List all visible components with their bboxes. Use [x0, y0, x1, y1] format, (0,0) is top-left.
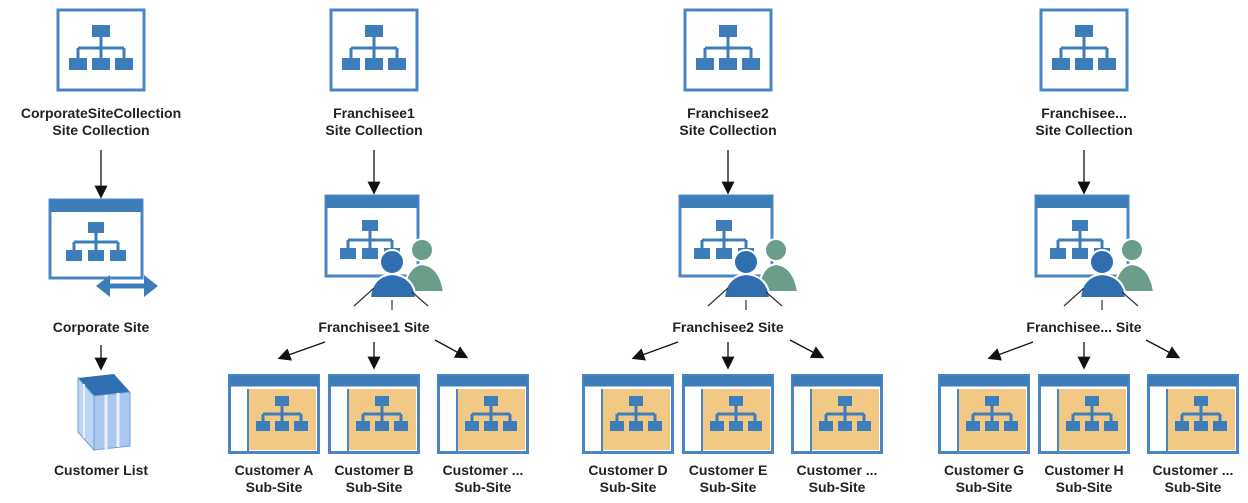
collection-type: Site Collection: [1035, 122, 1133, 138]
subsite-name: Customer ...: [796, 462, 878, 478]
franchisee-2-site-icon: [678, 194, 800, 310]
collection-name: Franchisee...: [1041, 105, 1127, 121]
site-name: Franchisee... Site: [1026, 319, 1142, 335]
collection-type: Site Collection: [52, 122, 150, 138]
subsite-type: Sub-Site: [599, 479, 657, 495]
subsite-name: Customer B: [334, 462, 414, 478]
franchisee-1-subsite-1-icon: [228, 374, 320, 454]
franchisee-2-subsite-3-icon: [791, 374, 883, 454]
subsite-label: Customer A Sub-Site: [235, 462, 314, 496]
franchisee-2-subsite-1-icon: [582, 374, 674, 454]
list-name: Customer List: [53, 462, 149, 478]
subsite-type: Sub-Site: [454, 479, 512, 495]
franchisee-3-site-collection-icon: [1039, 8, 1129, 92]
franchisee-3-site-collection-label: Franchisee... Site Collection: [1035, 105, 1132, 139]
subsite-type: Sub-Site: [955, 479, 1013, 495]
arrow-f1-site-to-sub-c: [434, 339, 469, 359]
franchisee-1-subsite-3-icon: [437, 374, 529, 454]
subsite-type: Sub-Site: [699, 479, 757, 495]
collection-type: Site Collection: [679, 122, 777, 138]
arrow-f3-site-to-sub-i: [1145, 339, 1181, 359]
subsite-label: Customer B Sub-Site: [334, 462, 413, 496]
corporate-site-icon: [48, 198, 158, 297]
subsite-label: Customer D Sub-Site: [588, 462, 667, 496]
franchisee-3-subsite-3-icon: [1147, 374, 1239, 454]
site-name: Corporate Site: [52, 319, 150, 335]
arrow-f1-site-to-sub-a: [277, 341, 326, 361]
customer-list-label: Customer List: [54, 462, 148, 479]
corporate-site-collection-icon: [56, 8, 146, 92]
corporate-site-label: Corporate Site: [53, 319, 149, 336]
corporate-site-collection-label: CorporateSiteCollection Site Collection: [21, 105, 181, 139]
site-name: Franchisee2 Site: [672, 319, 784, 335]
subsite-type: Sub-Site: [808, 479, 866, 495]
franchisee-2-site-label: Franchisee2 Site: [672, 319, 783, 336]
subsite-label: Customer ... Sub-Site: [1153, 462, 1234, 496]
subsite-name: Customer A: [234, 462, 314, 478]
franchisee-1-site-collection-label: Franchisee1 Site Collection: [325, 105, 422, 139]
subsite-name: Customer E: [688, 462, 768, 478]
subsite-type: Sub-Site: [1055, 479, 1113, 495]
franchisee-1-subsite-2-icon: [328, 374, 420, 454]
franchisee-2-subsite-2-icon: [682, 374, 774, 454]
franchisee-1-site-collection-icon: [329, 8, 419, 92]
franchisee-2-site-collection-label: Franchisee2 Site Collection: [679, 105, 776, 139]
subsite-label: Customer ... Sub-Site: [443, 462, 524, 496]
subsite-name: Customer G: [943, 462, 1025, 478]
franchisee-3-subsite-2-icon: [1038, 374, 1130, 454]
subsite-name: Customer H: [1044, 462, 1124, 478]
subsite-name: Customer ...: [442, 462, 524, 478]
subsite-label: Customer G Sub-Site: [944, 462, 1024, 496]
site-name: Franchisee1 Site: [318, 319, 430, 335]
subsite-label: Customer H Sub-Site: [1044, 462, 1123, 496]
arrow-f2-site-to-sub-f: [789, 339, 825, 359]
franchisee-1-site-icon: [324, 194, 446, 310]
arrow-f3-site-to-sub-g: [987, 341, 1034, 361]
franchisee-2-site-collection-icon: [683, 8, 773, 92]
franchisee-3-site-icon: [1034, 194, 1156, 310]
collection-type: Site Collection: [325, 122, 423, 138]
subsite-type: Sub-Site: [245, 479, 303, 495]
subsite-name: Customer ...: [1152, 462, 1234, 478]
subsite-name: Customer D: [588, 462, 668, 478]
collection-name: CorporateSiteCollection: [20, 105, 182, 121]
subsite-type: Sub-Site: [345, 479, 403, 495]
customer-list-icon: [77, 374, 131, 452]
franchisee-3-subsite-1-icon: [938, 374, 1030, 454]
subsite-label: Customer E Sub-Site: [689, 462, 768, 496]
arrow-f2-site-to-sub-d: [631, 341, 679, 361]
subsite-type: Sub-Site: [1164, 479, 1222, 495]
subsite-label: Customer ... Sub-Site: [797, 462, 878, 496]
franchisee-3-site-label: Franchisee... Site: [1026, 319, 1141, 336]
collection-name: Franchisee1: [333, 105, 415, 121]
collection-name: Franchisee2: [687, 105, 769, 121]
franchisee-1-site-label: Franchisee1 Site: [318, 319, 429, 336]
